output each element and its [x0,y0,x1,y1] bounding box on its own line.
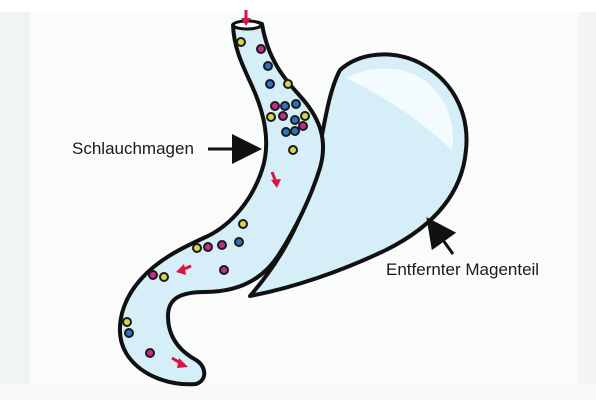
particle [279,112,287,120]
particle [125,329,133,337]
removed-part-label: Entfernter Magenteil [386,260,539,280]
particle [204,243,212,251]
particle [193,244,201,252]
particle [220,266,228,274]
particle [239,220,247,228]
particle [257,45,265,53]
particle [149,271,157,279]
particle [299,122,307,130]
removed-pointer-arrow [430,222,453,254]
particle [271,102,279,110]
particle [281,102,289,110]
particle [218,241,226,249]
sleeve-label: Schlauchmagen [72,139,194,159]
particle [291,127,299,135]
particle [123,318,131,326]
particle [237,38,245,46]
particle [292,100,300,108]
particle [266,80,274,88]
particle [291,116,299,124]
particle [264,62,272,70]
particle [289,146,297,154]
particle [160,273,168,281]
particle [282,128,290,136]
particle [267,113,275,121]
particle [146,349,154,357]
sleeve-stomach [120,22,323,384]
particle [284,80,292,88]
particle [301,112,309,120]
particle [235,238,243,246]
